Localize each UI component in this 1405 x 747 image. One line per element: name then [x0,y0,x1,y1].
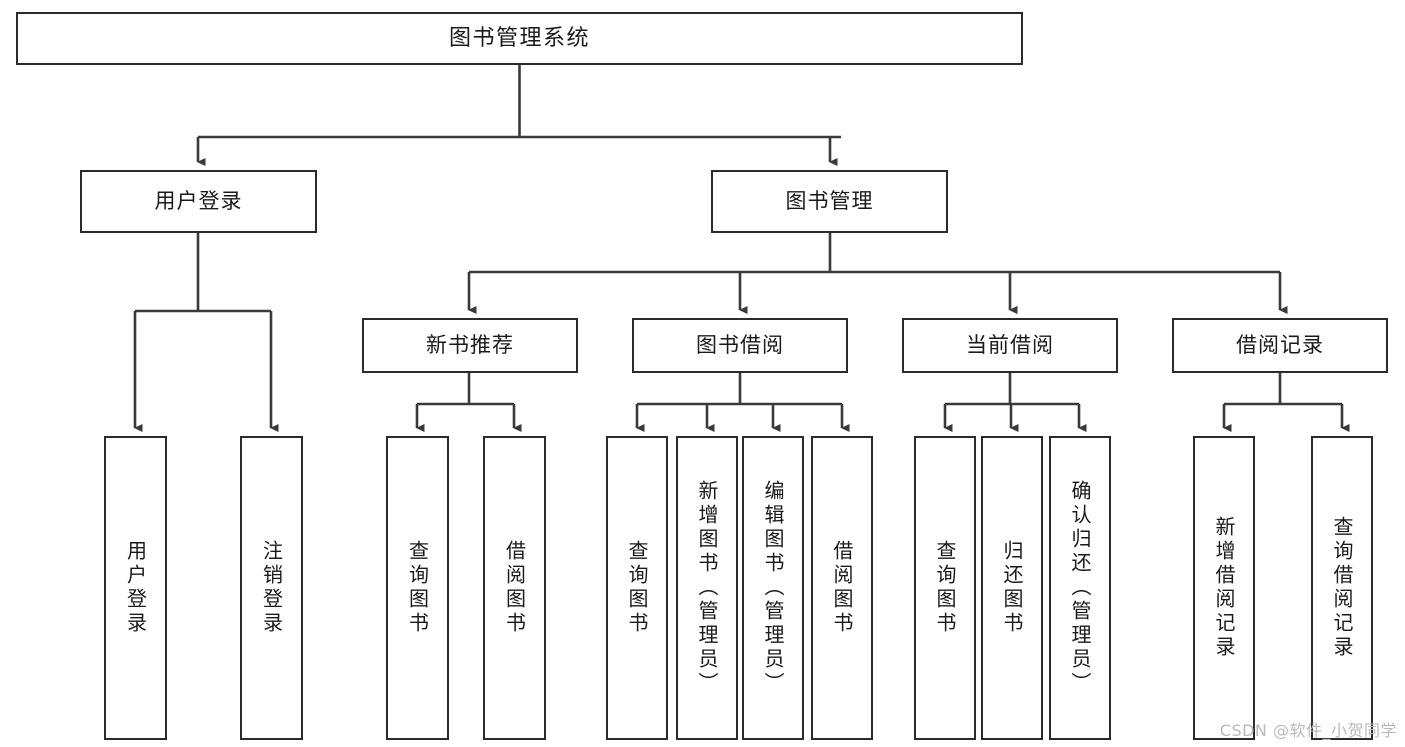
leaf-book-borrow-lend[interactable]: 借阅图书 [811,436,873,740]
leaf-new-book-borrow[interactable]: 借阅图书 [483,436,546,740]
node-label: 查询图书 [625,540,649,636]
node-borrow-record[interactable]: 借阅记录 [1172,318,1388,373]
node-label: 新增图书（管理员） [695,480,719,696]
node-label: 当前借阅 [966,332,1054,357]
leaf-current-borrow-query[interactable]: 查询图书 [914,436,976,740]
node-new-book-recommend[interactable]: 新书推荐 [362,318,578,373]
leaf-book-borrow-edit[interactable]: 编辑图书（管理员） [742,436,804,740]
node-label: 查询图书 [933,540,957,636]
node-label: 查询图书 [405,540,430,636]
node-label: 编辑图书（管理员） [761,480,785,696]
node-label: 用户登录 [154,188,243,213]
node-label: 图书借阅 [696,332,784,357]
leaf-current-borrow-return[interactable]: 归还图书 [981,436,1043,740]
leaf-current-borrow-confirm[interactable]: 确认归还（管理员） [1049,436,1111,740]
leaf-user-login-signin[interactable]: 用户登录 [104,436,167,740]
leaf-user-login-logout[interactable]: 注销登录 [240,436,303,740]
node-label: 借阅图书 [830,540,854,636]
node-label: 确认归还（管理员） [1068,480,1092,696]
node-label: 查询借阅记录 [1330,516,1354,660]
leaf-borrow-record-query[interactable]: 查询借阅记录 [1311,436,1373,740]
node-book-borrow[interactable]: 图书借阅 [632,318,848,373]
node-root-system[interactable]: 图书管理系统 [16,12,1023,65]
node-label: 注销登录 [259,540,284,636]
leaf-new-book-query[interactable]: 查询图书 [386,436,449,740]
node-current-borrow[interactable]: 当前借阅 [902,318,1118,373]
node-label: 归还图书 [1000,540,1024,636]
node-label: 借阅图书 [502,540,527,636]
leaf-book-borrow-add[interactable]: 新增图书（管理员） [676,436,738,740]
node-label: 图书管理系统 [448,25,590,51]
node-book-management[interactable]: 图书管理 [711,170,948,233]
node-label: 新书推荐 [426,332,514,357]
node-label: 借阅记录 [1236,332,1324,357]
watermark-text: CSDN @软件_小贺同学 [1219,721,1397,740]
leaf-borrow-record-add[interactable]: 新增借阅记录 [1193,436,1255,740]
node-label: 新增借阅记录 [1212,516,1236,660]
node-label: 用户登录 [123,540,148,636]
leaf-book-borrow-query[interactable]: 查询图书 [606,436,668,740]
node-label: 图书管理 [785,188,874,213]
node-user-login[interactable]: 用户登录 [80,170,317,233]
